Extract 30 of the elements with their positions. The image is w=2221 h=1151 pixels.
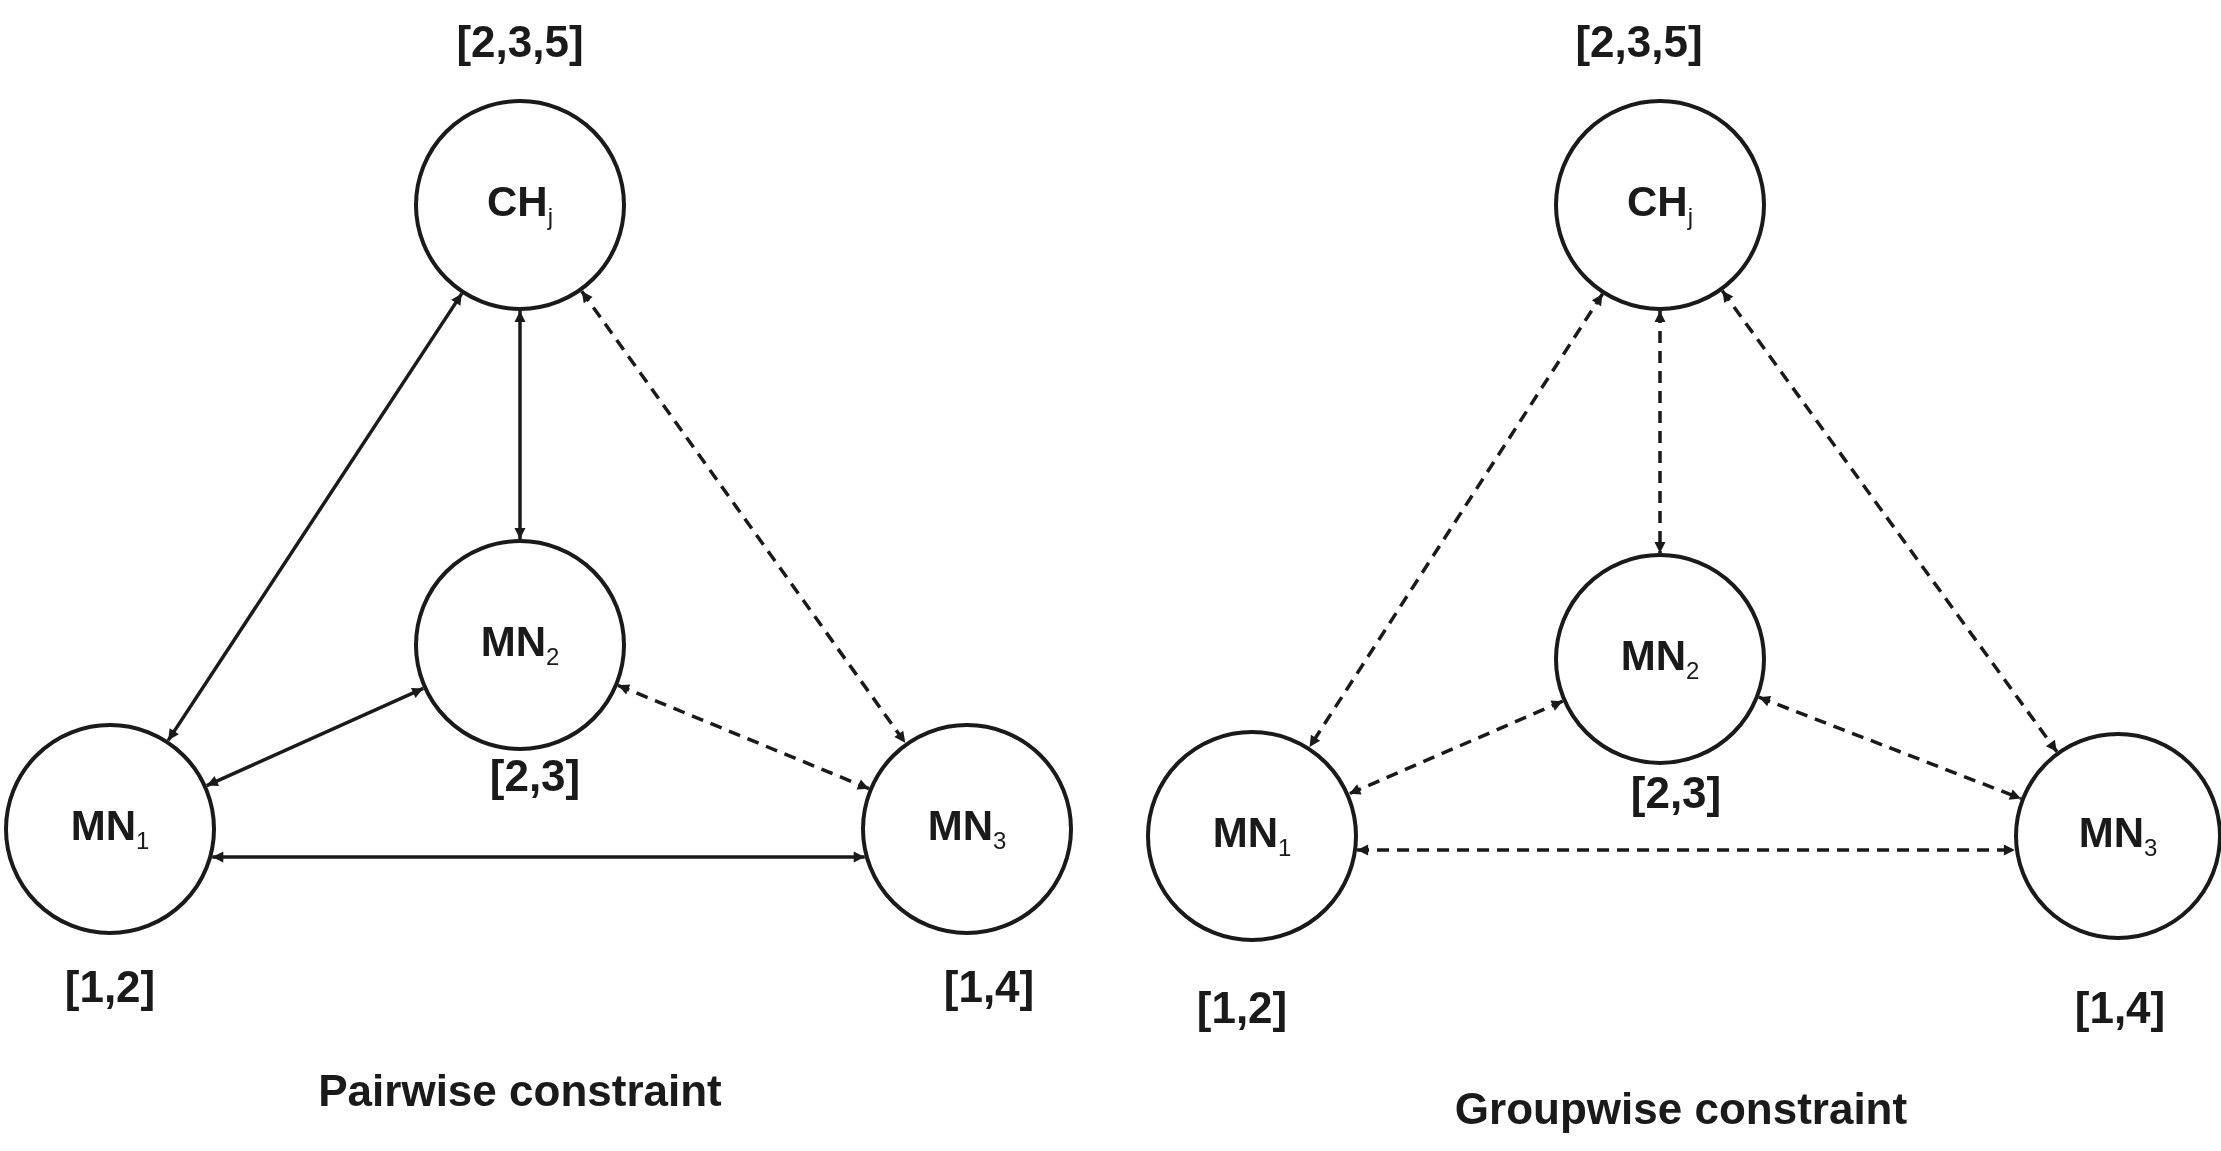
index-set-label: [1,4] [2074,983,2166,1033]
index-set-label: [1,2] [64,962,156,1012]
double-arrow [580,290,907,744]
double-arrow [166,292,464,742]
index-set-label: [2,3] [489,751,581,801]
node-label: MN$_{3}$ [927,802,1007,856]
double-arrow [1348,699,1564,796]
double-arrow [212,851,865,863]
panel-caption: Pairwise constraint [318,1066,722,1116]
double-arrow [206,686,424,788]
node-label: MN$_{1}$ [70,802,150,856]
double-arrow [1308,293,1604,748]
node-label: CH$_{j}$ [487,178,553,232]
node-label: MN$_{1}$ [1212,809,1292,863]
index-set-label: [2,3,5] [456,17,584,67]
node-label: MN$_{3}$ [2078,809,2158,863]
index-set-label: [1,2] [1196,983,1288,1033]
node-label: MN$_{2}$ [1620,632,1700,686]
double-arrow [1357,844,2015,856]
node-label: MN$_{2}$ [480,618,560,672]
index-set-label: [2,3,5] [1575,17,1703,67]
double-arrow [514,311,526,539]
index-set-label: [1,4] [943,962,1035,1012]
node-label: CH$_{j}$ [1627,178,1693,232]
double-arrow [1654,311,1666,553]
double-arrow [1758,695,2022,801]
double-arrow [617,683,870,791]
panel-caption: Groupwise constraint [1454,1084,1908,1134]
index-set-label: [2,3] [1630,768,1722,818]
double-arrow [1720,289,2059,753]
